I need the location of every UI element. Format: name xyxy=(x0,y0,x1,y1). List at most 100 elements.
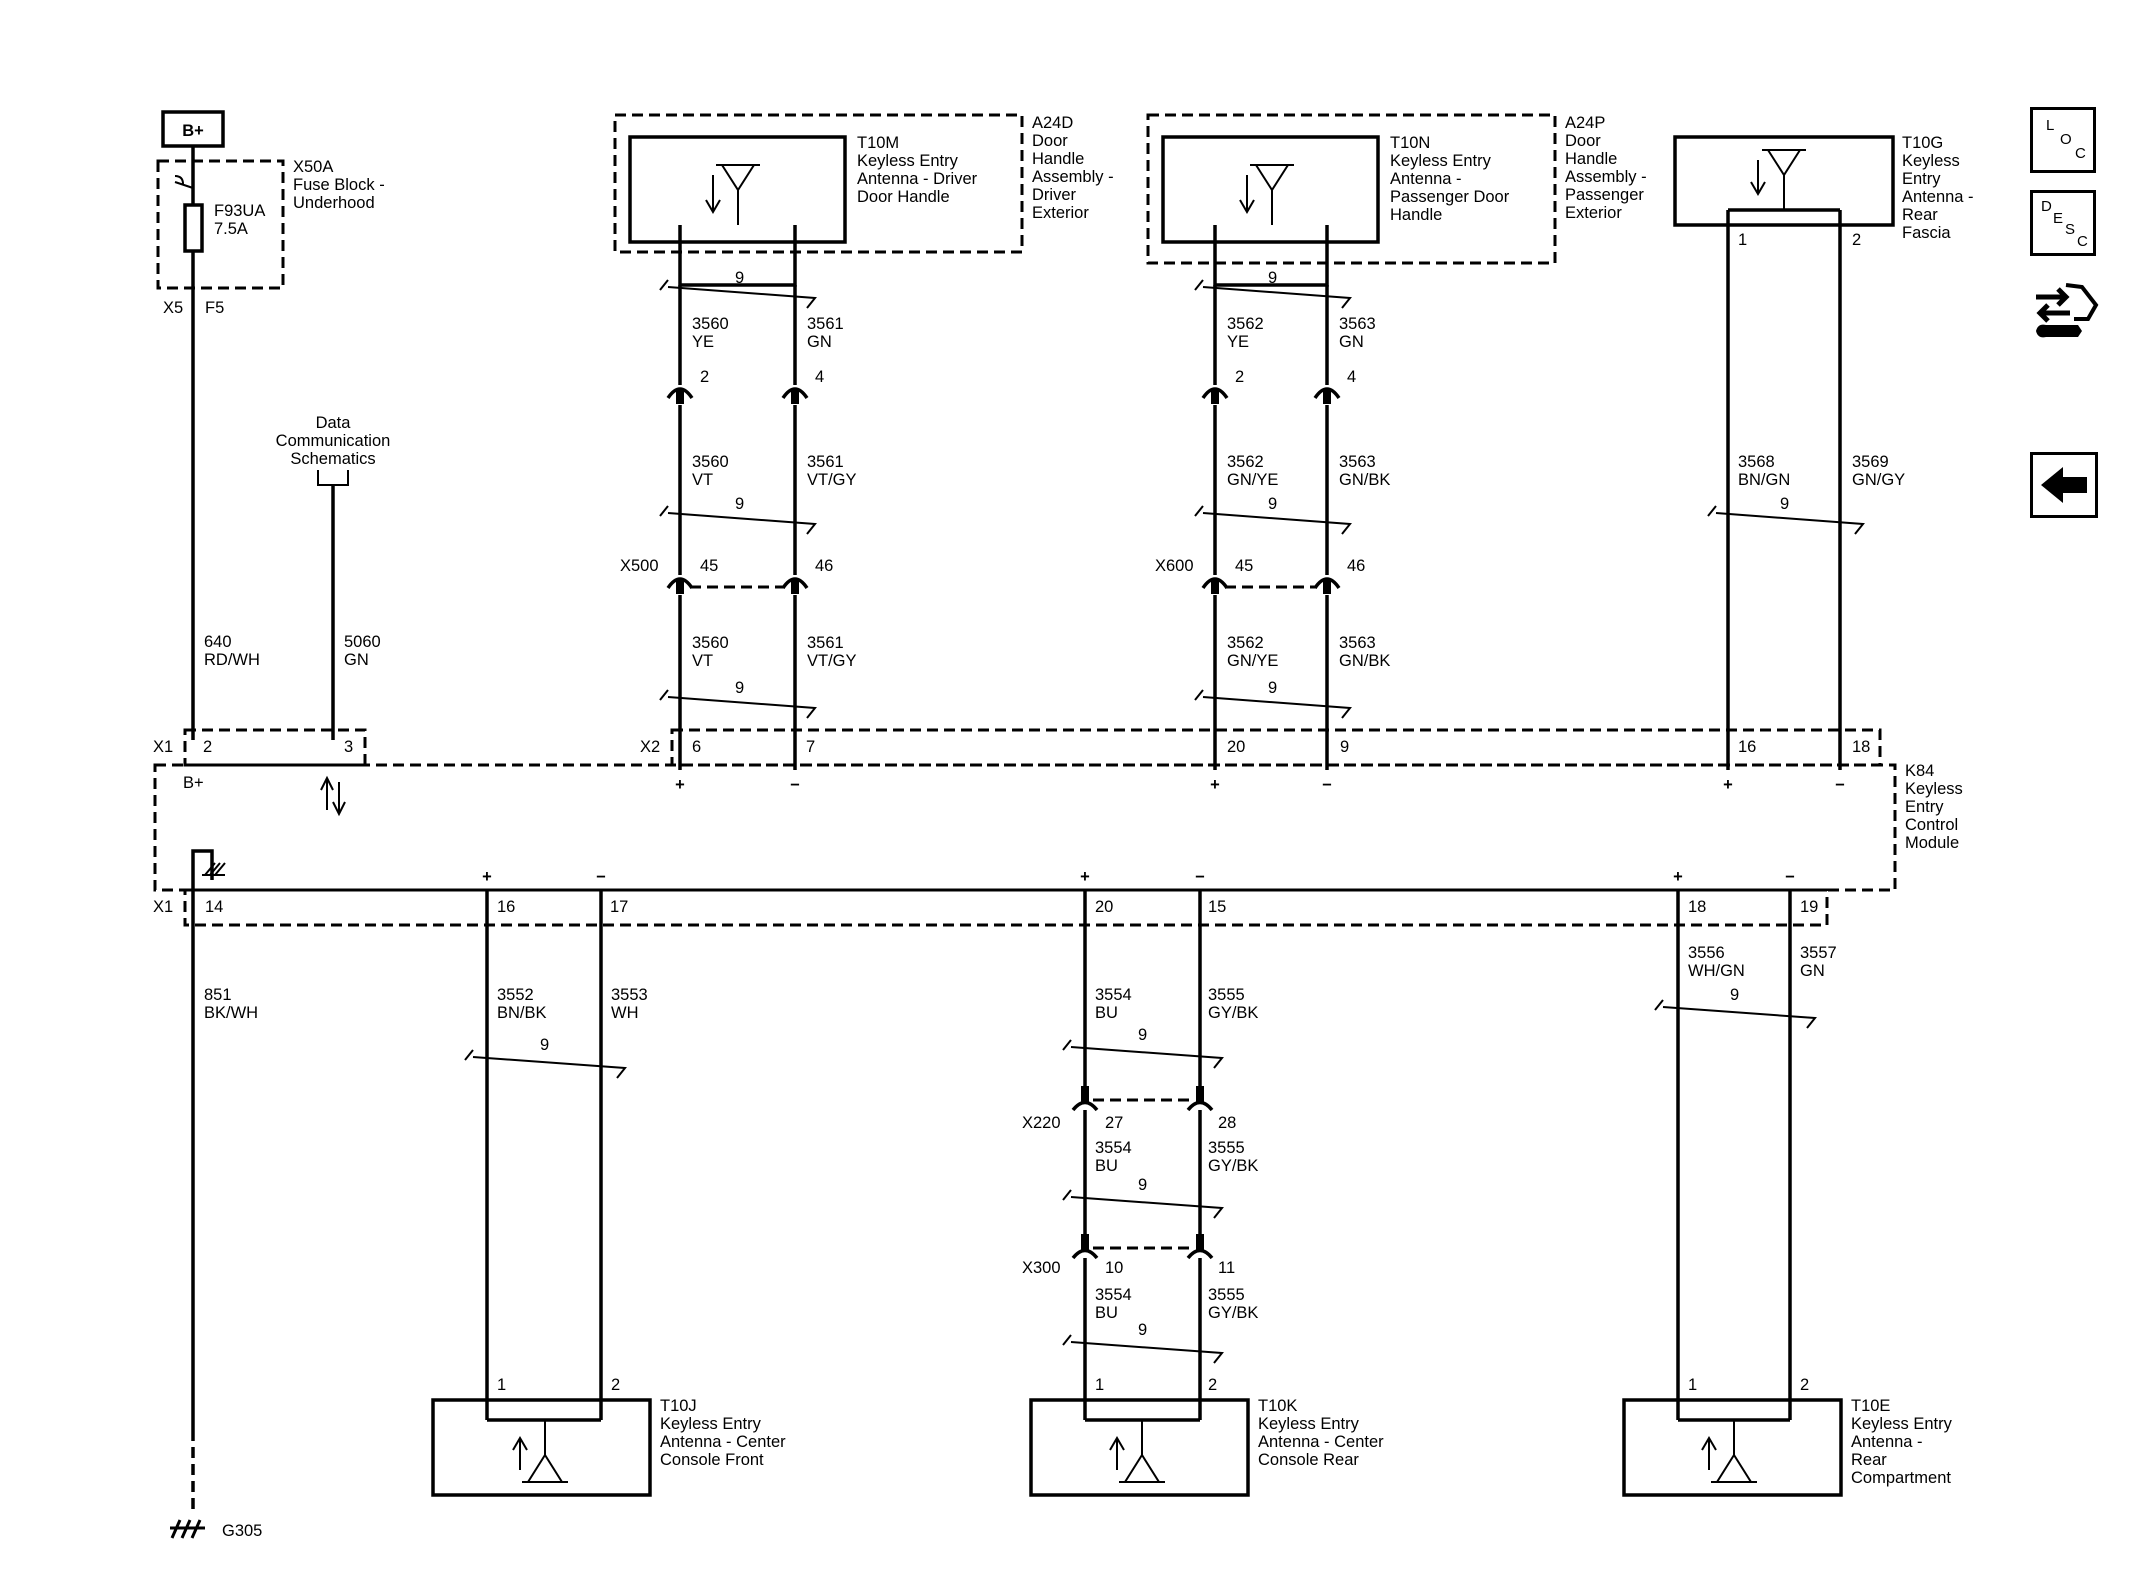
diagram-label: 3563 xyxy=(1339,315,1376,333)
diagram-label: 3561 xyxy=(807,315,844,333)
diagram-label: Data xyxy=(316,414,352,432)
diagram-label: 17 xyxy=(610,898,628,916)
diagram-label: YE xyxy=(1227,333,1249,351)
diagram-label: GN xyxy=(344,651,369,669)
diagram-label: Assembly - xyxy=(1032,168,1114,186)
diagram-label: A24P xyxy=(1565,114,1605,132)
diagram-label: 20 xyxy=(1095,898,1113,916)
diagram-label: X220 xyxy=(1022,1114,1061,1132)
diagram-label: Underhood xyxy=(293,194,375,212)
diagram-label: 18 xyxy=(1688,898,1706,916)
diagram-label: Antenna - Center xyxy=(1258,1433,1384,1451)
diagram-label: Fascia xyxy=(1902,224,1951,242)
diagram-label: RD/WH xyxy=(204,651,260,669)
diagram-label: 9 xyxy=(1138,1176,1147,1194)
diagram-label: VT xyxy=(692,471,713,489)
diagram-label: 3555 xyxy=(1208,1139,1245,1157)
diagram-label: X1 xyxy=(153,738,173,756)
diagram-label: 20 xyxy=(1227,738,1245,756)
diagram-label: T10E xyxy=(1851,1397,1890,1415)
diagram-label: 3562 xyxy=(1227,453,1264,471)
diagram-label: 2 xyxy=(611,1376,620,1394)
diagram-label: Antenna - xyxy=(1851,1433,1923,1451)
diagram-label: GN xyxy=(807,333,832,351)
a24d-door-handle-driver: T10M Keyless Entry Antenna - Driver Door… xyxy=(613,113,1114,287)
diagram-label: 2 xyxy=(1235,368,1244,386)
diagram-label: 851 xyxy=(204,986,232,1004)
diagram-label: Compartment xyxy=(1851,1469,1951,1487)
diagram-label: Antenna - Driver xyxy=(857,170,978,188)
diagram-label: X300 xyxy=(1022,1259,1061,1277)
diagram-label: BK/WH xyxy=(204,1004,258,1022)
diagram-label: − xyxy=(1322,776,1332,794)
tools-icon[interactable] xyxy=(2030,275,2102,345)
diagram-label: 3554 xyxy=(1095,986,1132,1004)
diagram-label: 46 xyxy=(815,557,833,575)
diagram-label: T10J xyxy=(660,1397,697,1415)
diagram-label: Schematics xyxy=(290,450,375,468)
k84-keyless-entry-control-module: X1 2 3 X2 6 7 20 9 16 18 B+ + − + − + − … xyxy=(153,728,1963,927)
diagram-label: BN/GN xyxy=(1738,471,1790,489)
diagram-label: GY/BK xyxy=(1208,1304,1258,1322)
diagram-label: 3563 xyxy=(1339,453,1376,471)
diagram-label: Keyless Entry xyxy=(857,152,959,170)
t10j-console-front-antenna: 1 2 T10J Keyless Entry Antenna - Center … xyxy=(431,1376,786,1497)
power-source: B+ xyxy=(161,110,225,148)
diagram-label: Door xyxy=(1565,132,1601,150)
desc-button[interactable]: D E S C xyxy=(2030,190,2096,256)
diagram-label: 2 xyxy=(700,368,709,386)
console-front-wires: 9 3552 BN/BK 3553 WH xyxy=(464,890,648,1420)
diagram-label: − xyxy=(1835,776,1845,794)
diagram-label: 6 xyxy=(692,738,701,756)
diagram-label: VT/GY xyxy=(807,652,857,670)
diagram-label: Keyless Entry xyxy=(660,1415,762,1433)
diagram-label: 3552 xyxy=(497,986,534,1004)
diagram-label: Handle xyxy=(1565,150,1617,168)
diagram-label: Control xyxy=(1905,816,1958,834)
back-arrow-button[interactable] xyxy=(2030,452,2098,518)
diagram-label: 4 xyxy=(815,368,824,386)
diagram-label: 3556 xyxy=(1688,944,1725,962)
wire-640: 640 RD/WH xyxy=(191,360,260,740)
diagram-label: Communication xyxy=(276,432,391,450)
t10k-console-rear-antenna: 1 2 T10K Keyless Entry Antenna - Center … xyxy=(1029,1376,1384,1497)
diagram-label: 9 xyxy=(1340,738,1349,756)
diagram-label: 3569 xyxy=(1852,453,1889,471)
tools-icon-graphic xyxy=(2036,283,2099,338)
diagram-label: 3561 xyxy=(807,453,844,471)
diagram-label: BU xyxy=(1095,1004,1118,1022)
t10e-rear-compartment-antenna: 1 2 T10E Keyless Entry Antenna - Rear Co… xyxy=(1622,1376,1953,1497)
diagram-label: WH xyxy=(611,1004,639,1022)
diagram-label: 3 xyxy=(344,738,353,756)
diagram-label: G305 xyxy=(222,1522,262,1540)
diagram-label: 14 xyxy=(205,898,223,916)
a24p-door-handle-passenger: T10N Keyless Entry Antenna - Passenger D… xyxy=(1146,113,1647,287)
diagram-label: 28 xyxy=(1218,1114,1236,1132)
diagram-label: 1 xyxy=(1095,1376,1104,1394)
diagram-label: WH/GN xyxy=(1688,962,1745,980)
diagram-label: 2 xyxy=(1800,1376,1809,1394)
diagram-label: Module xyxy=(1905,834,1959,852)
diagram-label: GN/YE xyxy=(1227,652,1278,670)
diagram-label: Console Rear xyxy=(1258,1451,1359,1469)
diagram-label: T10K xyxy=(1258,1397,1297,1415)
diagram-label: 45 xyxy=(700,557,718,575)
diagram-label: 11 xyxy=(1218,1259,1235,1277)
diagram-label: B+ xyxy=(183,774,204,792)
diagram-label: − xyxy=(790,776,800,794)
diagram-label: BU xyxy=(1095,1304,1118,1322)
diagram-label: T10M xyxy=(857,134,899,152)
diagram-label: 15 xyxy=(1208,898,1226,916)
diagram-label: 9 xyxy=(1138,1026,1147,1044)
data-communication-reference: Data Communication Schematics 5060 GN xyxy=(276,414,391,740)
diagram-label: 45 xyxy=(1235,557,1253,575)
power-label: B+ xyxy=(182,122,204,140)
diagram-label: 3568 xyxy=(1738,453,1775,471)
diagram-label: GN/BK xyxy=(1339,471,1390,489)
diagram-label: T10N xyxy=(1390,134,1430,152)
diagram-label: 27 xyxy=(1105,1114,1123,1132)
loc-button[interactable]: L O C xyxy=(2030,107,2096,173)
diagram-label: X2 xyxy=(640,738,660,756)
diagram-label: Handle xyxy=(1390,206,1442,224)
